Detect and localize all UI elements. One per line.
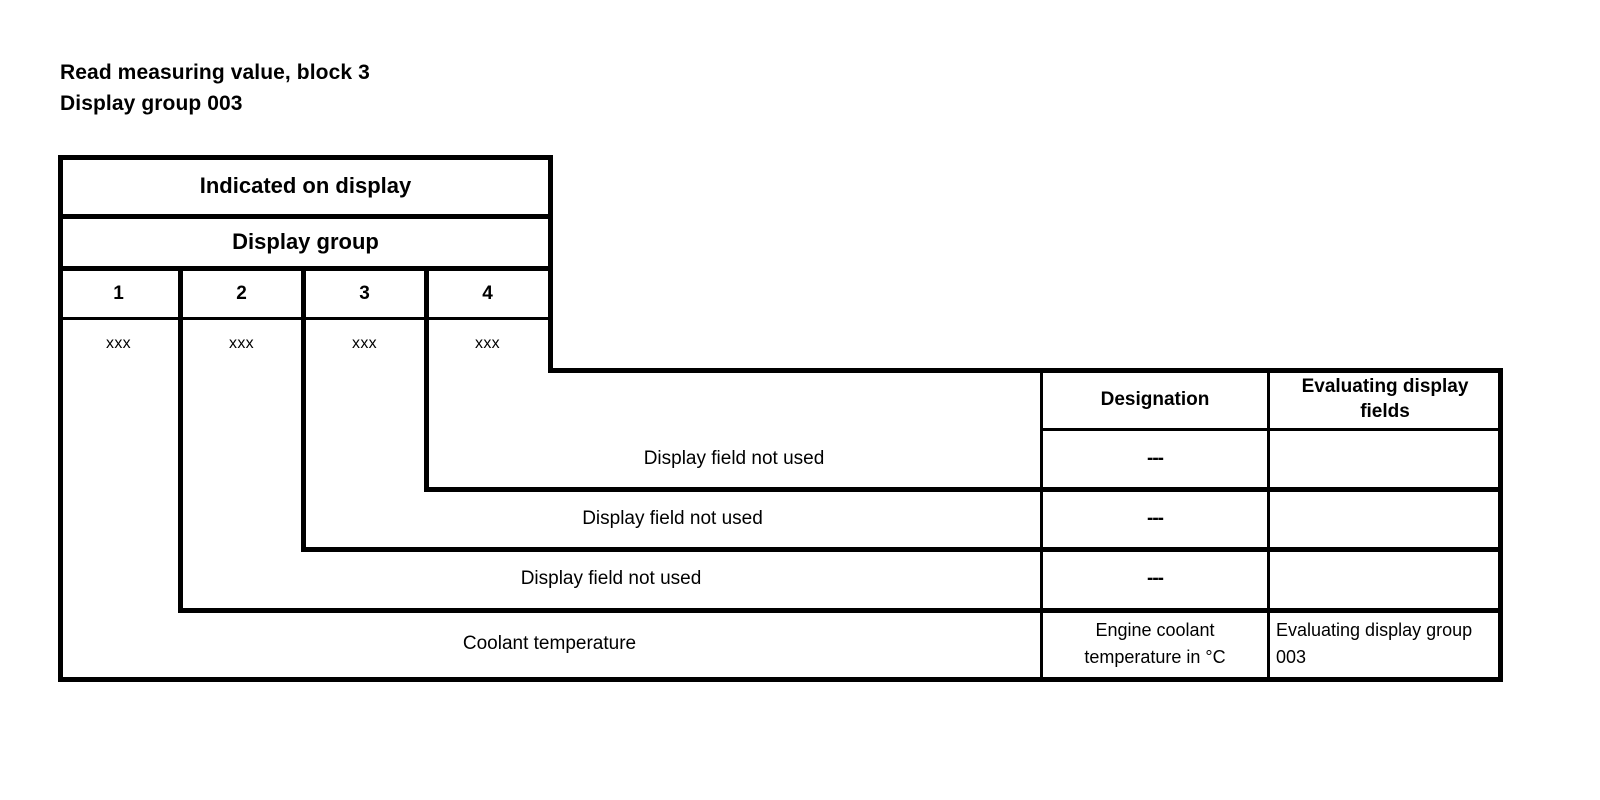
header-indicated-on-display: Indicated on display bbox=[199, 173, 412, 198]
step-tread-4 bbox=[178, 608, 1503, 613]
title-line-1: Read measuring value, block 3 bbox=[60, 61, 370, 84]
border-upper-right bbox=[548, 155, 553, 373]
group-column-value-3: xxx bbox=[352, 335, 377, 352]
page-title: Read measuring value, block 3 Display gr… bbox=[60, 57, 370, 119]
table-row-description-4: Coolant temperature bbox=[462, 633, 637, 654]
border-below-right-headers bbox=[1040, 428, 1503, 431]
group-column-number-1: 1 bbox=[113, 282, 124, 304]
table-row-evaluating-empty bbox=[1272, 431, 1498, 608]
divider-col-3 bbox=[424, 267, 429, 490]
table-row-description-2: Display field not used bbox=[582, 507, 763, 529]
group-column-value-2: xxx bbox=[229, 335, 254, 352]
divider-col-1 bbox=[178, 267, 183, 611]
border-outer-left bbox=[58, 155, 63, 682]
table-row-description-1: Display field not used bbox=[643, 448, 825, 469]
group-column-number-3: 3 bbox=[359, 282, 370, 304]
table-row-evaluating-4: Evaluating display group 003 bbox=[1276, 620, 1473, 667]
group-column-number-4: 4 bbox=[482, 282, 493, 304]
table-row-designation-4: Engine coolant temperature in °C bbox=[1084, 620, 1226, 667]
divider-evaluating-left bbox=[1267, 368, 1270, 682]
border-below-indicated bbox=[58, 214, 553, 219]
header-display-group: Display group bbox=[232, 228, 379, 254]
group-column-value-1: xxx bbox=[106, 335, 131, 352]
step-tread-3 bbox=[301, 547, 1503, 552]
group-column-number-2: 2 bbox=[236, 282, 247, 304]
border-bottom bbox=[58, 677, 1503, 682]
group-column-value-4: xxx bbox=[475, 335, 500, 352]
table-row-description-3: Display field not used bbox=[520, 568, 702, 589]
border-top-indicated bbox=[58, 155, 553, 160]
table-row-designation-1: --- bbox=[1147, 448, 1164, 469]
title-line-2: Display group 003 bbox=[60, 92, 243, 115]
divider-designation-left bbox=[1040, 368, 1043, 682]
header-evaluating-display-fields: Evaluating display fields bbox=[1301, 376, 1469, 422]
step-tread-1 bbox=[548, 368, 1503, 373]
step-tread-2 bbox=[424, 487, 1503, 492]
header-designation: Designation bbox=[1100, 388, 1210, 410]
divider-col-2 bbox=[301, 267, 306, 550]
table-row-designation-2: --- bbox=[1147, 507, 1164, 529]
table-row-designation-3: --- bbox=[1147, 568, 1164, 589]
border-outer-right bbox=[1498, 368, 1503, 682]
